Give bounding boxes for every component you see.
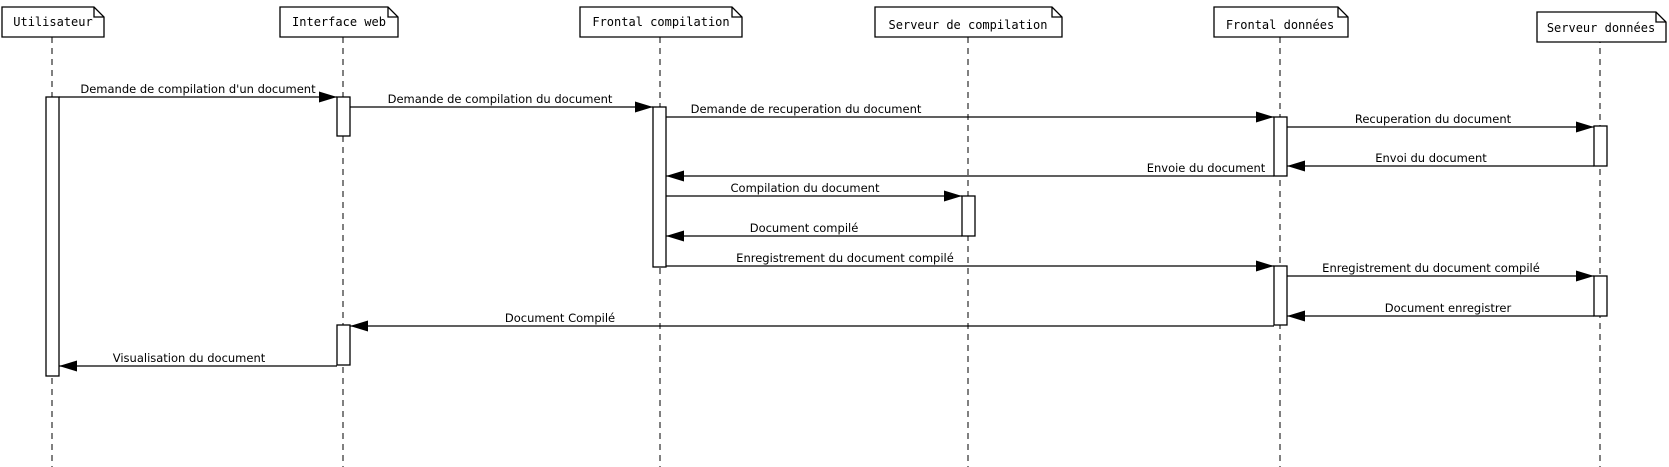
message-12-label: Document Compilé: [505, 311, 615, 325]
participant-utilisateur-label: Utilisateur: [13, 15, 92, 29]
message-10-label: Enregistrement du document compilé: [1322, 261, 1540, 275]
message-9: Enregistrement du document compilé: [666, 251, 1274, 272]
participant-frontal-donnees-label: Frontal données: [1226, 18, 1334, 32]
participant-frontal-compilation: Frontal compilation: [579, 6, 743, 38]
activation-serveur-donnees-1: [1593, 125, 1608, 167]
message-2-label: Demande de compilation du document: [388, 92, 613, 106]
message-4: Recuperation du document: [1287, 112, 1594, 133]
participant-serveur-compilation-label: Serveur de compilation: [889, 18, 1048, 32]
participant-serveur-donnees: Serveur données: [1536, 11, 1667, 43]
message-7: Compilation du document: [666, 181, 962, 202]
message-8-label: Document compilé: [750, 221, 859, 235]
message-5-label: Envoi du document: [1375, 151, 1487, 165]
participant-frontal-donnees: Frontal données: [1213, 6, 1349, 38]
activation-utilisateur: [45, 96, 60, 377]
message-2: Demande de compilation du document: [350, 92, 653, 113]
message-7-label: Compilation du document: [731, 181, 880, 195]
activation-serveur-donnees-2: [1593, 275, 1608, 317]
message-4-label: Recuperation du document: [1355, 112, 1512, 126]
message-3-label: Demande de recuperation du document: [691, 102, 922, 116]
participant-frontal-compilation-label: Frontal compilation: [592, 15, 729, 29]
message-3: Demande de recuperation du document: [666, 102, 1274, 123]
message-11: Document enregistrer: [1287, 301, 1594, 322]
participant-interface-web: Interface web: [279, 6, 399, 38]
message-6: Envoie du document: [666, 161, 1274, 182]
activation-frontal-compilation: [652, 106, 667, 268]
message-5: Envoi du document: [1287, 151, 1594, 172]
activation-interface-web-1: [336, 96, 351, 137]
message-10: Enregistrement du document compilé: [1287, 261, 1594, 282]
activation-serveur-compilation: [961, 195, 976, 237]
message-13: Visualisation du document: [59, 351, 337, 372]
message-9-label: Enregistrement du document compilé: [736, 251, 954, 265]
message-12: Document Compilé: [350, 311, 1274, 332]
participant-interface-web-label: Interface web: [292, 15, 386, 29]
activation-interface-web-2: [336, 324, 351, 366]
message-11-label: Document enregistrer: [1385, 301, 1512, 315]
participant-serveur-donnees-label: Serveur données: [1547, 21, 1655, 35]
participant-utilisateur: Utilisateur: [1, 6, 105, 38]
activation-frontal-donnees-2: [1273, 265, 1288, 326]
message-13-label: Visualisation du document: [113, 351, 266, 365]
participant-serveur-compilation: Serveur de compilation: [874, 6, 1063, 38]
message-6-label: Envoie du document: [1147, 161, 1266, 175]
message-1-label: Demande de compilation d'un document: [80, 82, 316, 96]
message-8: Document compilé: [666, 221, 962, 242]
message-1: Demande de compilation d'un document: [59, 82, 337, 103]
activation-frontal-donnees-1: [1273, 116, 1288, 177]
